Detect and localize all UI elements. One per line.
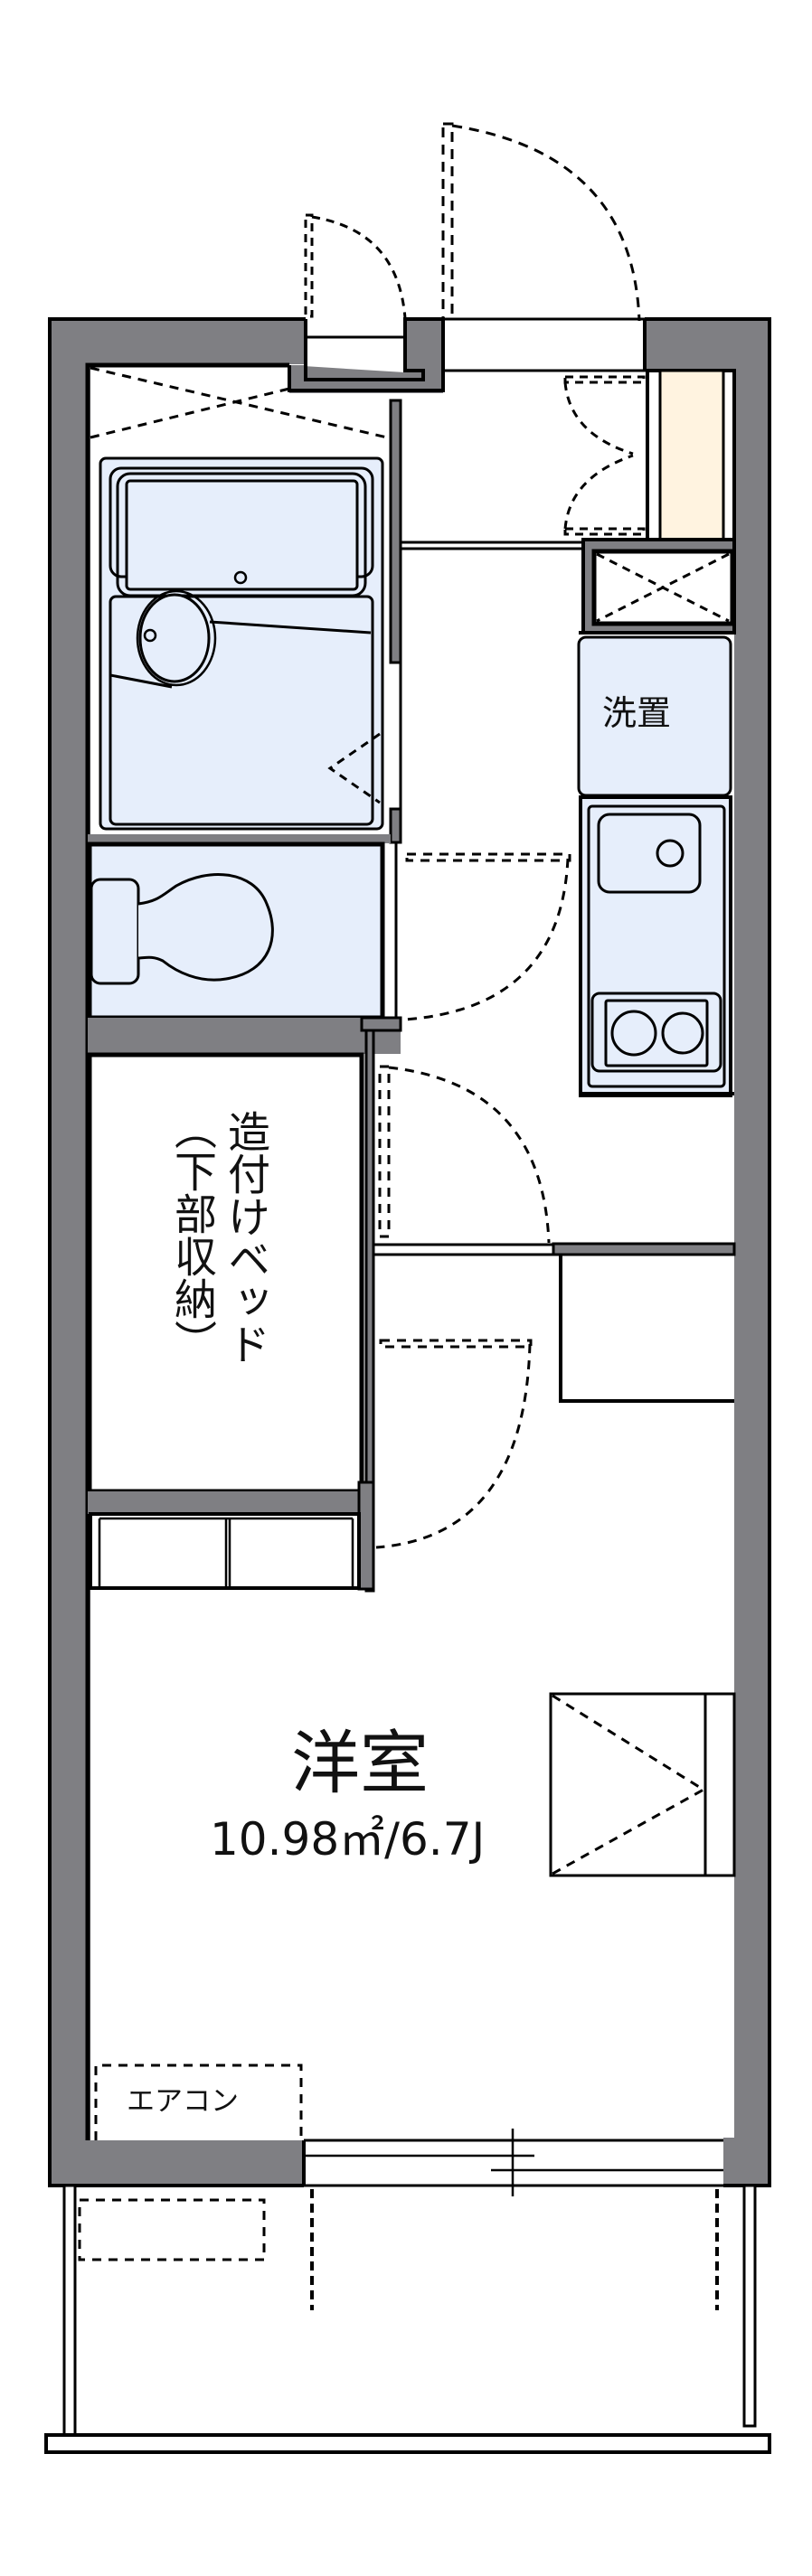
toilet-door-swing: [404, 852, 571, 1021]
built-in-bed-label: 造付けベッド: [220, 1110, 269, 1365]
pipe-space: [581, 538, 736, 635]
closet: [89, 1512, 361, 1590]
western-room-closet: [549, 1692, 736, 1877]
bed-lower-wall: [88, 1481, 375, 1591]
toilet-room: [87, 834, 398, 1020]
aircon-box: [94, 2064, 303, 2140]
shoe-cabinet-door-swing: [563, 375, 646, 536]
entrance-structures: [288, 317, 734, 393]
balcony-window: [302, 2129, 723, 2196]
built-in-bed-box: [87, 1052, 364, 1494]
corridor-partition: [373, 1242, 736, 1403]
entry-door-swing: [441, 122, 641, 322]
balcony: [44, 2184, 771, 2454]
aircon-label: エアコン: [127, 2085, 239, 2118]
built-in-bed-sublabel: （下部収納）: [166, 1107, 216, 1362]
meter-box-door-swing: [304, 213, 407, 319]
western-room-area: 10.98㎡/6.7J: [210, 1813, 486, 1866]
kitchen: [579, 795, 734, 1097]
shoe-cabinet: [646, 369, 736, 541]
western-room-label: 洋室: [291, 1723, 429, 1803]
western-room-door-swing: [364, 1339, 533, 1549]
bathroom: [90, 366, 402, 844]
room-door-swing: [378, 1065, 551, 1244]
laundry-label: 洗置: [602, 693, 672, 733]
outer-walls: [48, 317, 771, 2187]
genkan-step: [401, 541, 586, 550]
toilet-lower-wall: [88, 1016, 402, 1593]
